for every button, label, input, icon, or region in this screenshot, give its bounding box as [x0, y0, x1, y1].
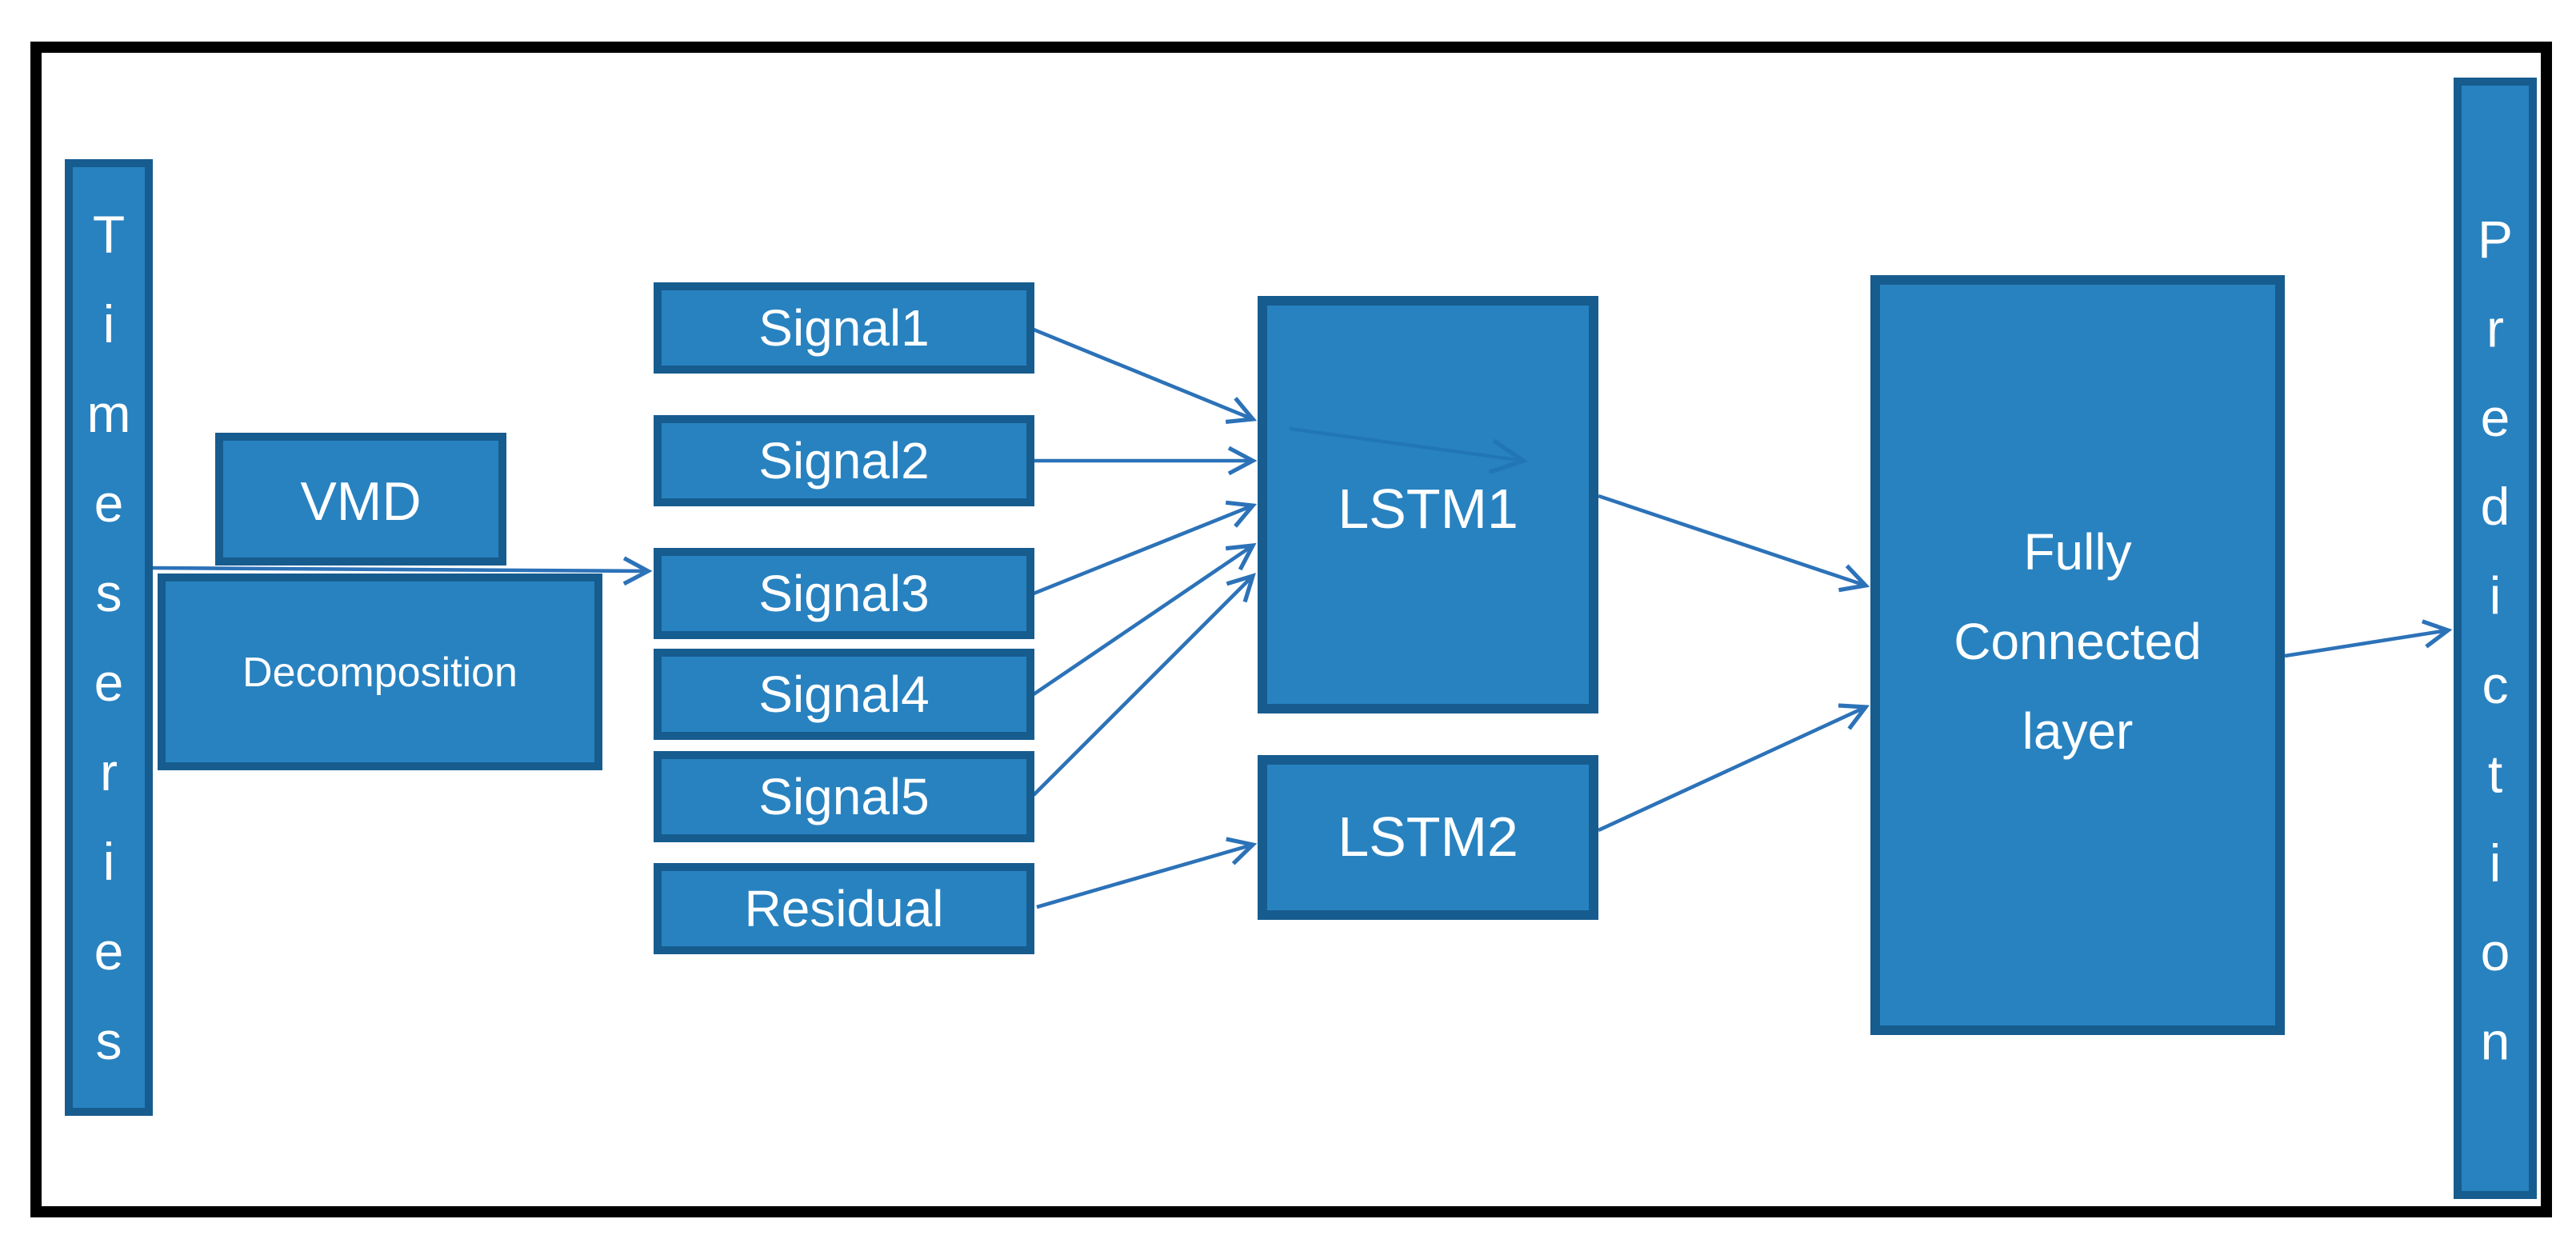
- signal5-label: Signal5: [758, 768, 930, 825]
- signal1-node: Signal1: [654, 282, 1034, 374]
- arrow-fc-to-prediction: [2284, 619, 2453, 658]
- prediction-box: [2454, 78, 2537, 1199]
- signal5-node: Signal5: [654, 751, 1034, 842]
- arrow-lstm1-to-fc: [1598, 494, 1870, 593]
- arrow-signal1-to-lstm1: [1033, 327, 1258, 425]
- arrow-signal4-to-lstm1: [1032, 542, 1257, 696]
- lstm2-box: [1258, 755, 1598, 920]
- vmd-node: VMD: [215, 433, 506, 566]
- decomposition-label: Decomposition: [242, 649, 518, 696]
- lstm1-node: LSTM1: [1258, 296, 1598, 713]
- lstm1-box: [1258, 296, 1598, 713]
- lstm2-node: LSTM2: [1258, 755, 1598, 920]
- signal1-box: [654, 282, 1034, 374]
- vmd-label: VMD: [300, 471, 421, 532]
- signal4-box: [654, 649, 1034, 740]
- signal2-node: Signal2: [654, 415, 1034, 506]
- signal2-label: Signal2: [758, 432, 930, 490]
- fully-connected-node: Fully Connected layer: [1870, 275, 2285, 1035]
- decomposition-box: [158, 574, 602, 770]
- residual-box: [654, 863, 1034, 954]
- fully-connected-label-line2: Connected: [1954, 613, 2202, 670]
- residual-label: Residual: [744, 880, 943, 937]
- signal3-box: [654, 548, 1034, 639]
- arrow-lstm2-to-fc: [1598, 703, 1870, 833]
- signal4-label: Signal4: [758, 665, 930, 723]
- lstm2-label: LSTM2: [1338, 805, 1518, 868]
- arrow-residual-to-lstm2: [1036, 837, 1258, 909]
- signal3-label: Signal3: [758, 565, 930, 622]
- timeseries-box: [65, 159, 153, 1116]
- arrow-signal5-to-lstm1: [1032, 573, 1256, 797]
- signal3-node: Signal3: [654, 548, 1034, 639]
- lstm1-label: LSTM1: [1338, 478, 1518, 540]
- signal2-box: [654, 415, 1034, 506]
- signal5-box: [654, 751, 1034, 842]
- lstm1-ghost-arrow: [1289, 426, 1529, 475]
- decomposition-node: Decomposition: [158, 574, 602, 770]
- signal1-label: Signal1: [758, 299, 930, 357]
- arrow-signal3-to-lstm1: [1033, 500, 1258, 596]
- residual-node: Residual: [654, 863, 1034, 954]
- arrow-timeseries-to-signal3: [148, 556, 653, 586]
- fully-connected-box: [1870, 275, 2285, 1035]
- vmd-box: [215, 433, 506, 566]
- fully-connected-label-line1: Fully: [2023, 523, 2131, 581]
- signal4-node: Signal4: [654, 649, 1034, 740]
- fully-connected-label-line3: layer: [2022, 702, 2134, 760]
